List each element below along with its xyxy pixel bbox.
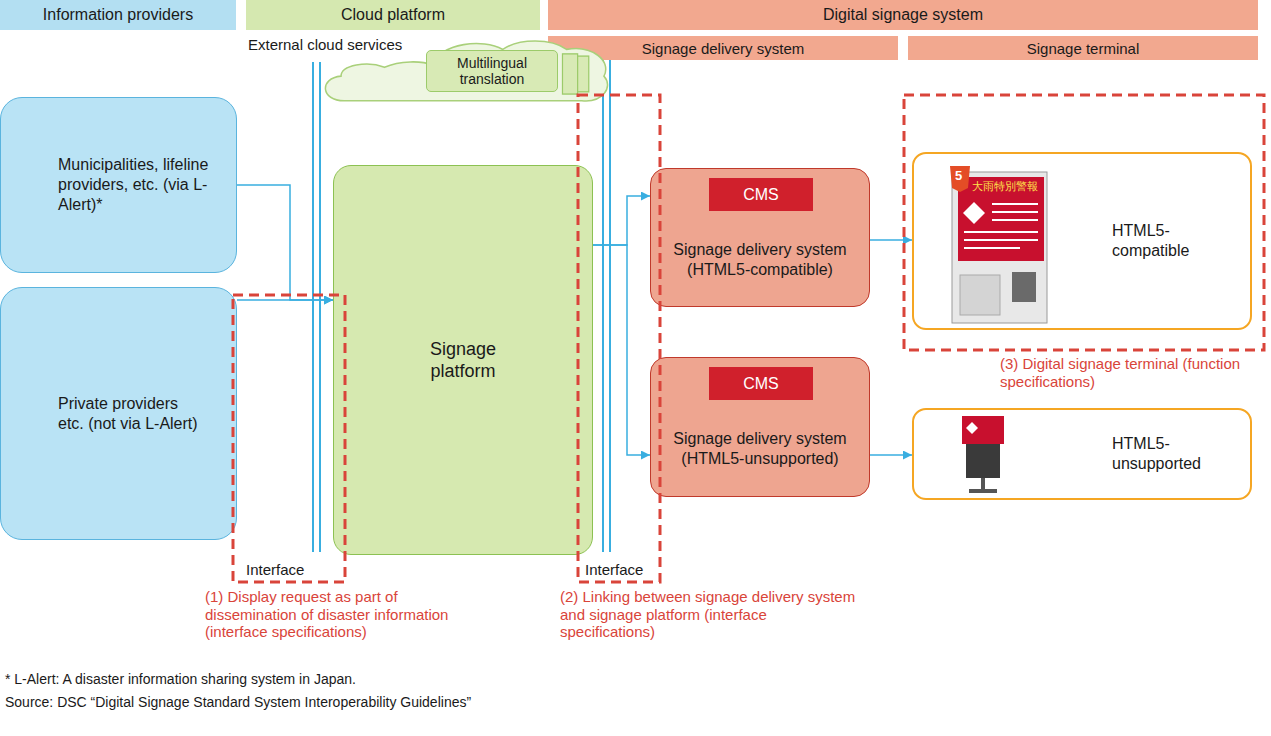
- box-label: HTML5-unsupported: [1112, 434, 1216, 474]
- connector-arrow: [593, 196, 650, 245]
- warning-symbol: [963, 202, 985, 224]
- terminal-box: HTML5-unsupported: [912, 408, 1252, 500]
- interface-line: [312, 62, 314, 552]
- provider-box: Municipalities, lifeline providers, etc.…: [0, 97, 237, 273]
- subheader-band: Signage delivery system: [548, 36, 898, 60]
- callout-note-wrap: (3) Digital signage terminal (function s…: [1000, 355, 1250, 390]
- callout-note: (3) Digital signage terminal (function s…: [1000, 355, 1250, 390]
- interface-label-wrap: Interface: [244, 561, 306, 579]
- interface-label: Interface: [244, 561, 306, 578]
- screen-text-lines: [964, 204, 1038, 248]
- band-title: Signage terminal: [1027, 40, 1140, 57]
- cloud-group: External cloud servicesMultilingual tran…: [248, 36, 610, 103]
- delivery-box: Signage delivery system (HTML5-unsupport…: [650, 357, 870, 497]
- header-band: Cloud platform: [246, 0, 540, 30]
- box-label: CMS: [743, 185, 779, 205]
- terminal-illustration: [962, 416, 1004, 493]
- badge-number-wrap: 5: [955, 169, 967, 183]
- box-label: Signage delivery system (HTML5-unsupport…: [664, 429, 856, 469]
- source-note: Source: DSC “Digital Signage Standard Sy…: [5, 694, 905, 710]
- stand-base: [969, 489, 997, 493]
- interface-line: [602, 40, 604, 552]
- warning-symbol: [966, 422, 978, 434]
- header-band: Digital signage system: [548, 0, 1258, 30]
- html5-badge: [950, 166, 970, 192]
- subheader-band: Signage terminal: [908, 36, 1258, 60]
- dashed-frame: [578, 95, 660, 582]
- box-label: HTML5-compatible: [1112, 221, 1216, 261]
- dashed-frame: [233, 295, 345, 582]
- provider-box: Private providers etc. (not via L-Alert): [0, 287, 237, 540]
- terminal-illustration: [950, 166, 1047, 323]
- platform-box: Signage platform: [333, 165, 593, 555]
- connector-arrow: [870, 454, 912, 456]
- band-title: Information providers: [43, 6, 193, 24]
- screen-text: 大雨特別警報: [972, 180, 1044, 193]
- box-label: Signage platform: [413, 338, 513, 383]
- box-label: Signage delivery system (HTML5-compatibl…: [664, 240, 856, 280]
- interface-line: [609, 40, 611, 552]
- box-label: Private providers etc. (not via L-Alert): [58, 394, 208, 434]
- service-box: Multilingual translation: [426, 50, 558, 92]
- connector-arrow: [237, 185, 333, 300]
- cabinet: [952, 172, 1047, 323]
- footnote-wrap: * L-Alert: A disaster information sharin…: [5, 671, 905, 687]
- source-note-wrap: Source: DSC “Digital Signage Standard Sy…: [5, 694, 905, 710]
- interface-label: Interface: [583, 561, 645, 578]
- box-label: Municipalities, lifeline providers, etc.…: [58, 155, 230, 215]
- band-title: Signage delivery system: [642, 40, 805, 57]
- box-label: CMS: [743, 374, 779, 394]
- stand-pole: [981, 478, 985, 490]
- band-title: Digital signage system: [823, 6, 983, 24]
- box-label: Multilingual translation: [431, 55, 553, 87]
- interface-line: [319, 62, 321, 552]
- stand-body: [966, 444, 1000, 478]
- interface-label-wrap: Interface: [583, 561, 645, 579]
- screen-text-wrap: 大雨特別警報: [972, 180, 1044, 193]
- cms-box: CMS: [709, 367, 813, 400]
- screen: [962, 416, 1004, 444]
- callout-note-wrap: (2) Linking between signage delivery sys…: [560, 588, 860, 641]
- screen: [958, 177, 1044, 261]
- callout-note: (1) Display request as part of dissemina…: [205, 588, 460, 641]
- group-title: External cloud services: [248, 36, 610, 53]
- panel: [1012, 272, 1036, 302]
- delivery-box: Signage delivery system (HTML5-compatibl…: [650, 168, 870, 307]
- callout-note-wrap: (1) Display request as part of dissemina…: [205, 588, 460, 641]
- band-title: Cloud platform: [341, 6, 445, 24]
- connector-arrow: [870, 239, 912, 241]
- header-band: Information providers: [0, 0, 236, 30]
- footnote: * L-Alert: A disaster information sharin…: [5, 671, 905, 687]
- badge-number: 5: [955, 169, 967, 183]
- callout-note: (2) Linking between signage delivery sys…: [560, 588, 860, 641]
- terminal-box: HTML5-compatible: [912, 152, 1252, 330]
- dashed-frame: [904, 95, 1264, 350]
- cms-box: CMS: [709, 178, 813, 211]
- connector-arrow: [593, 245, 650, 455]
- panel: [960, 275, 1000, 315]
- connector-arrow: [237, 299, 333, 301]
